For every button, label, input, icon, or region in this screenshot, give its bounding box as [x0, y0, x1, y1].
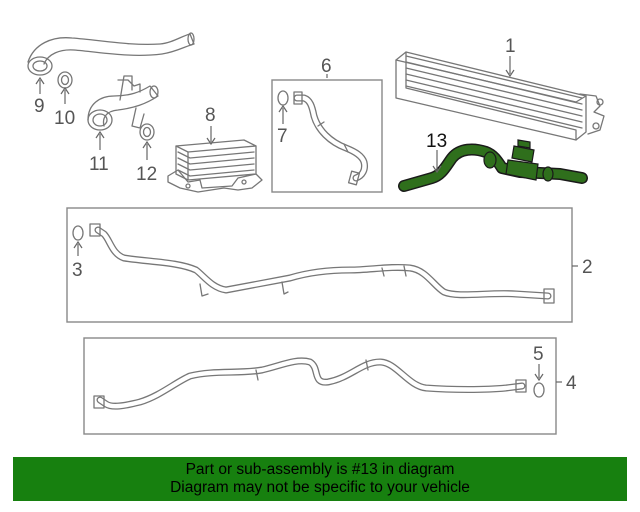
callout-5: 5: [533, 344, 544, 365]
callout-1: 1: [505, 36, 516, 57]
part-8-oil-cooler[interactable]: [167, 139, 263, 193]
part-2-group-box: [66, 207, 573, 323]
part-13-hose-assembly[interactable]: [398, 139, 588, 192]
callout-7: 7: [277, 126, 288, 147]
part-12-seal[interactable]: [139, 123, 155, 141]
callout-13: 13: [426, 131, 447, 152]
info-banner: Part or sub-assembly is #13 in diagram D…: [13, 457, 627, 501]
part-10-seal[interactable]: [57, 71, 73, 89]
part-11-outlet-pipe[interactable]: [87, 75, 159, 131]
callout-11: 11: [89, 154, 109, 175]
part-3-o-ring[interactable]: [72, 225, 84, 241]
callout-12: 12: [136, 164, 157, 185]
part-4-cooler-line[interactable]: [93, 357, 527, 410]
callout-2: 2: [582, 257, 593, 278]
part-2-cooler-line[interactable]: [89, 223, 555, 304]
callout-4: 4: [566, 373, 577, 394]
callout-6: 6: [321, 56, 332, 77]
callout-8: 8: [205, 105, 216, 126]
banner-line-1: Part or sub-assembly is #13 in diagram: [185, 461, 455, 478]
callout-10: 10: [54, 108, 75, 129]
callout-3: 3: [72, 260, 83, 281]
part-4-group-box: [83, 337, 557, 435]
part-1-transmission-cooler[interactable]: [395, 51, 605, 141]
part-6-cooler-line[interactable]: [293, 91, 368, 186]
part-9-upper-hose[interactable]: [27, 32, 195, 76]
leader-lines: [35, 56, 578, 383]
callout-9: 9: [34, 96, 45, 117]
part-5-o-ring[interactable]: [533, 382, 545, 398]
banner-line-2: Diagram may not be specific to your vehi…: [170, 479, 470, 496]
